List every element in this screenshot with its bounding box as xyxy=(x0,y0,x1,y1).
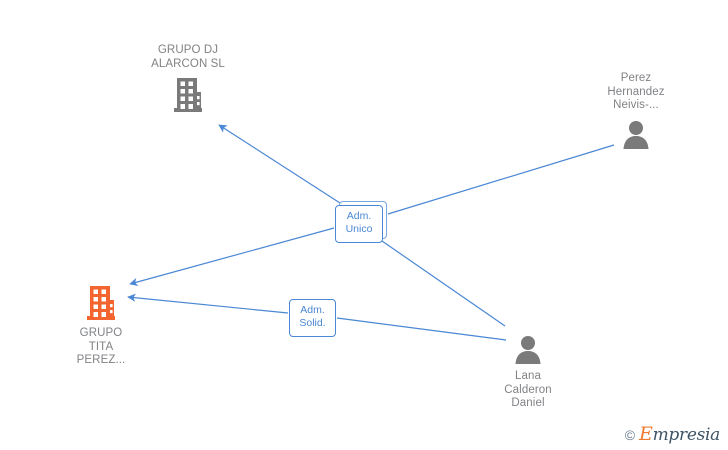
brand-rest: mpresia xyxy=(652,425,721,445)
node-label-lana-calderon-daniel: Lana Calderon Daniel xyxy=(504,370,552,409)
building-icon xyxy=(87,286,115,320)
watermark-empresia: © Empresia xyxy=(624,425,721,444)
brand-initial: E xyxy=(639,423,653,445)
edge-adm-unico-to-lana-calderon-daniel xyxy=(381,240,506,327)
node-lana-calderon-daniel[interactable]: Lana Calderon Daniel xyxy=(468,334,588,411)
edge-perez-hernandez-neivis-to-adm-unico xyxy=(387,144,615,215)
edge-adm-unico-to-grupo-dj-alarcon xyxy=(218,124,341,204)
copyright-icon: © xyxy=(624,426,636,443)
node-label-grupo-tita-perez: GRUPO TITA PEREZ... xyxy=(76,327,126,366)
building-icon xyxy=(174,78,202,112)
node-grupo-dj-alarcon[interactable]: GRUPO DJ ALARCON SL xyxy=(128,44,248,114)
node-label-perez-hernandez-neivis: Perez Hernandez Neivis-... xyxy=(607,72,665,111)
relation-adm-unico[interactable]: Adm. Unico xyxy=(335,205,383,243)
node-perez-hernandez-neivis[interactable]: Perez Hernandez Neivis-... xyxy=(576,72,696,149)
node-label-grupo-dj-alarcon: GRUPO DJ ALARCON SL xyxy=(151,44,225,70)
edge-adm-unico-to-grupo-tita-perez xyxy=(129,227,335,287)
brand-wordmark: Empresia xyxy=(639,425,720,444)
node-grupo-tita-perez[interactable]: GRUPO TITA PEREZ... xyxy=(41,284,161,368)
person-icon xyxy=(515,336,541,364)
relation-adm-solid[interactable]: Adm. Solid. xyxy=(289,299,336,337)
person-icon xyxy=(623,120,649,149)
